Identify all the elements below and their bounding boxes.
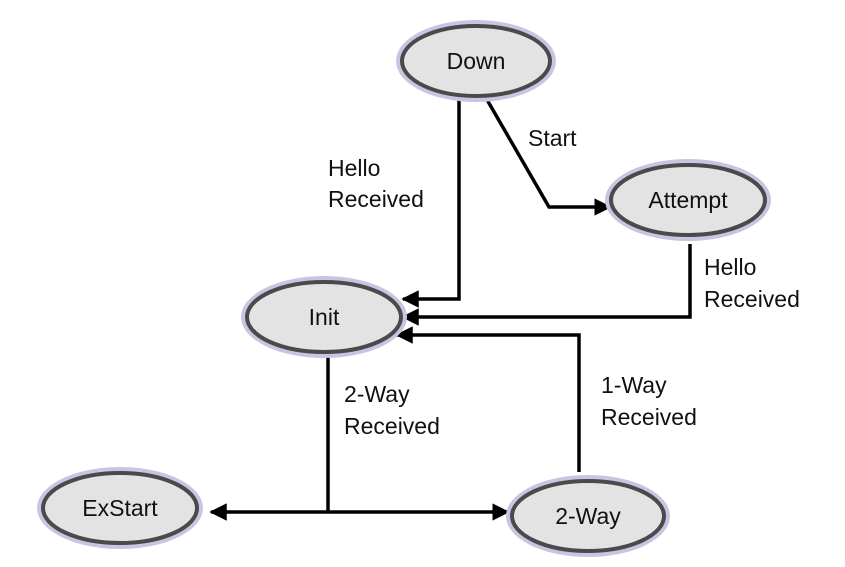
label-one-way-received-line1: 1-Way — [601, 372, 667, 398]
state-attempt: Attempt — [605, 159, 771, 241]
transitions — [209, 97, 692, 521]
label-two-way-received-line2: Received — [344, 413, 440, 439]
arrow-down-to-attempt — [484, 97, 612, 216]
state-down-label: Down — [447, 48, 506, 74]
state-init: Init — [241, 276, 407, 358]
arrow-attempt-to-init — [401, 244, 692, 326]
state-twoway-label: 2-Way — [555, 503, 621, 529]
state-init-label: Init — [309, 304, 340, 330]
state-attempt-label: Attempt — [648, 187, 728, 213]
label-hello-received-down-line1: Hello — [328, 155, 380, 181]
arrow-down-to-init — [401, 98, 461, 308]
label-hello-received-attempt-line1: Hello — [704, 254, 756, 280]
arrow-twoway-to-init — [395, 326, 581, 472]
label-one-way-received-line2: Received — [601, 404, 697, 430]
label-hello-received-attempt-line2: Received — [704, 286, 800, 312]
label-hello-received-down-line2: Received — [328, 186, 424, 212]
state-exstart: ExStart — [37, 467, 203, 549]
label-two-way-received-line1: 2-Way — [344, 381, 410, 407]
label-start: Start — [528, 125, 577, 151]
state-down: Down — [396, 20, 556, 102]
state-exstart-label: ExStart — [82, 495, 158, 521]
state-twoway: 2-Way — [506, 475, 670, 557]
